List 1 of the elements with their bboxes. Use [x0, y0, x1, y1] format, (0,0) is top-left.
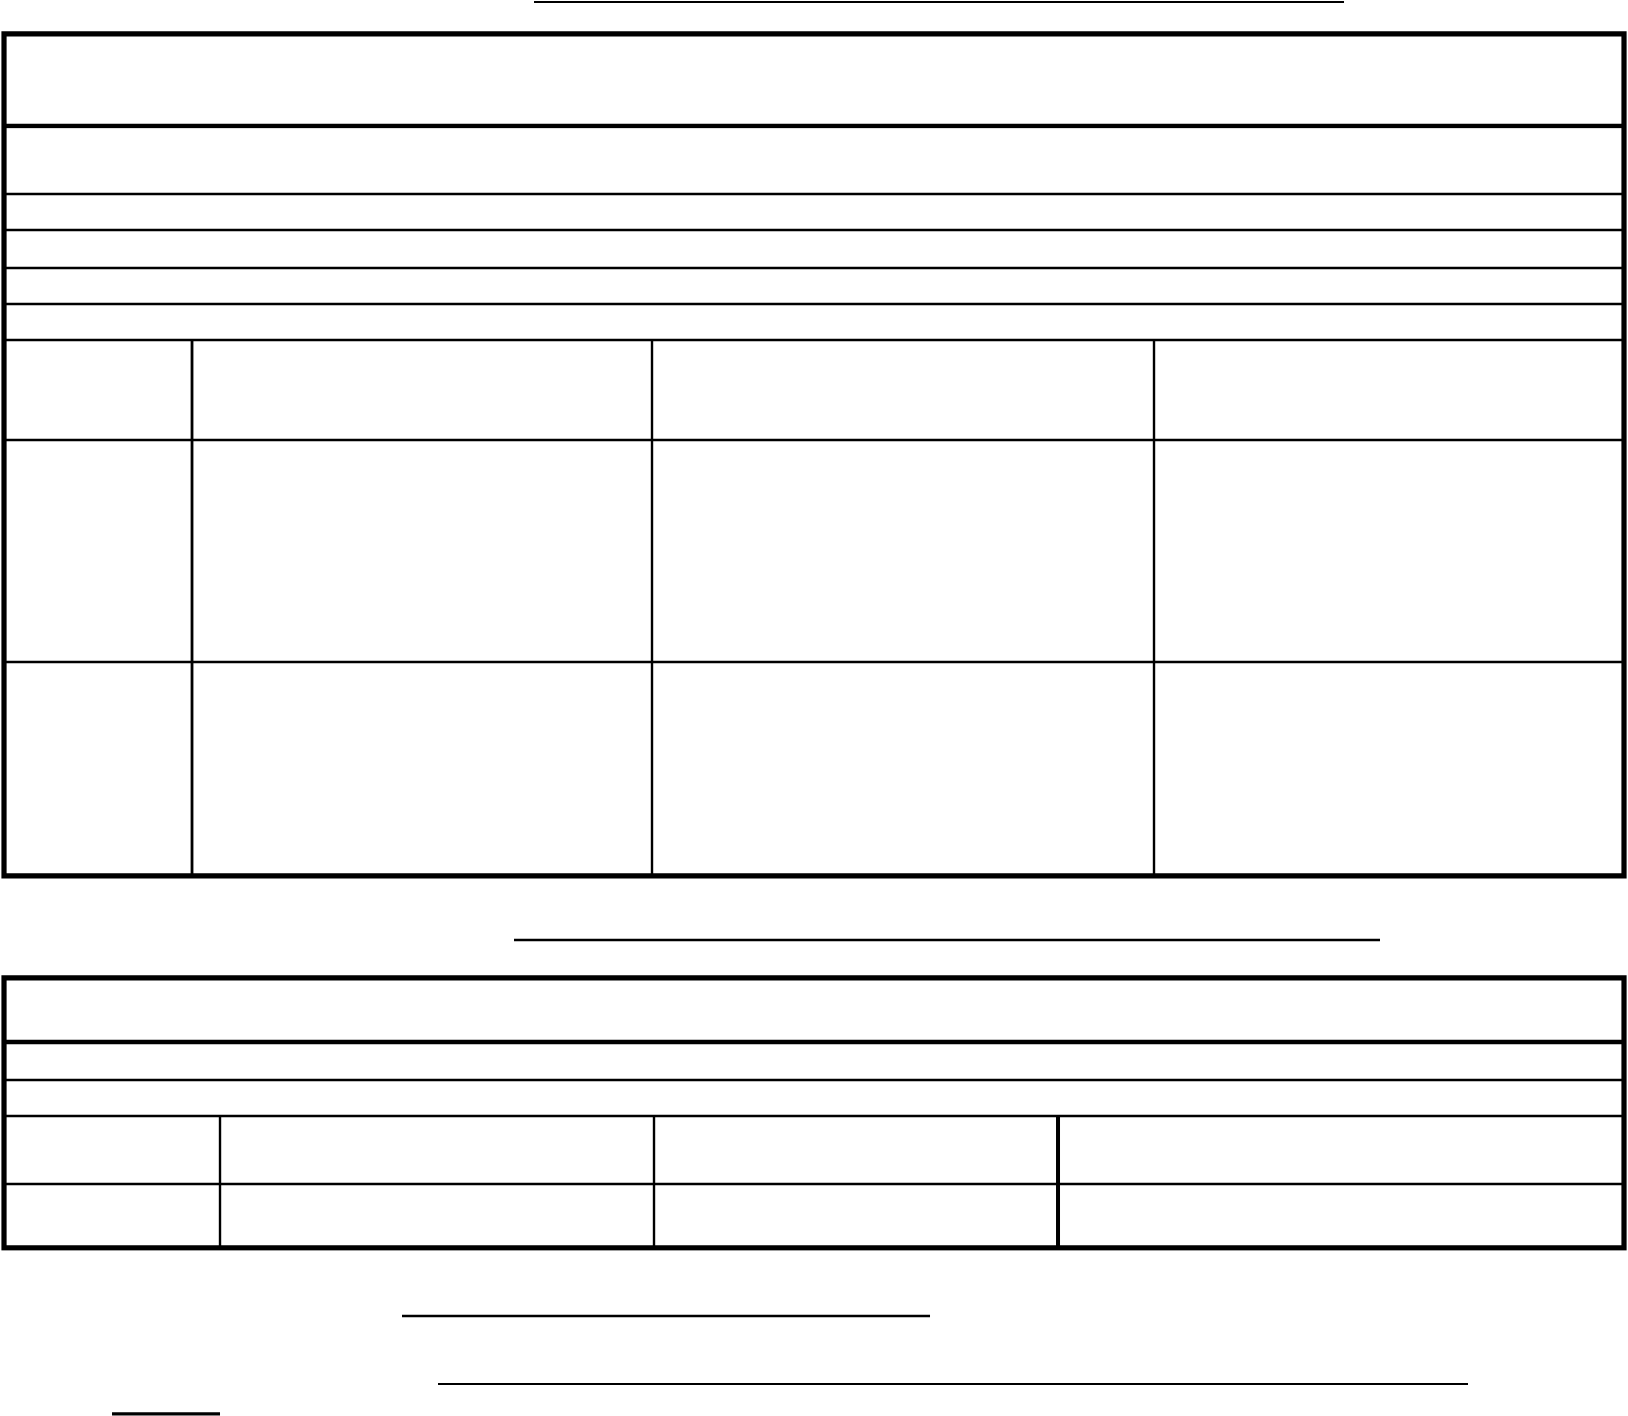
form-table — [1, 975, 1627, 1251]
